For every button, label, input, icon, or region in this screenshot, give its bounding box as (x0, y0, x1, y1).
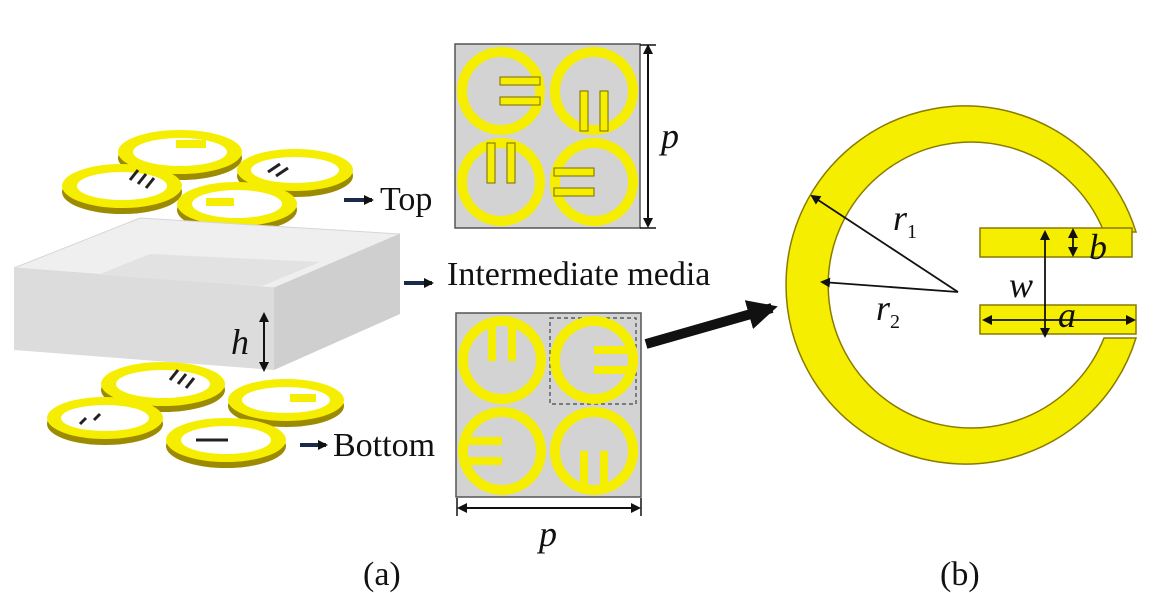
bottom-unit-cell (455, 312, 642, 498)
r1-subscript: 1 (907, 221, 918, 243)
intermediate-media-label: Intermediate media (447, 256, 711, 293)
p-vertical-label: p (661, 116, 679, 156)
bottom-ring-layer (47, 362, 344, 468)
zoom-arrow (644, 300, 778, 349)
bottom-ring-3 (47, 397, 163, 445)
h-label: h (231, 322, 249, 362)
w-label: w (1009, 265, 1034, 305)
bottom-layer-label: Bottom (333, 427, 436, 464)
b-label: b (1089, 227, 1107, 267)
r1-radius-line (810, 194, 959, 293)
top-unit-cell (454, 43, 641, 229)
top-ring-4 (177, 182, 297, 232)
g-ring-detail (785, 105, 1138, 465)
diagram-canvas (13, 43, 1138, 516)
r2-subscript: 2 (890, 311, 901, 333)
top-ring-layer (62, 130, 353, 232)
top-ring-3 (62, 164, 182, 214)
r1-label: r1 (893, 198, 917, 242)
r1-symbol: r (893, 198, 908, 238)
panel-a-caption: (a) (363, 556, 401, 593)
top-layer-label: Top (380, 181, 433, 218)
r2-radius-line (820, 277, 959, 293)
bottom-ring-4 (166, 418, 286, 468)
substrate-slab (13, 217, 401, 370)
metasurface-diagram: Top Intermediate media Bottom h p p r1 r… (13, 43, 1138, 592)
bottom-ring-2 (228, 379, 344, 427)
bottom-ring-1 (101, 362, 225, 412)
r2-label: r2 (876, 288, 900, 332)
panel-b-caption: (b) (940, 556, 980, 593)
r2-symbol: r (876, 288, 891, 328)
a-label: a (1058, 295, 1076, 335)
p-horizontal-label: p (539, 514, 557, 554)
